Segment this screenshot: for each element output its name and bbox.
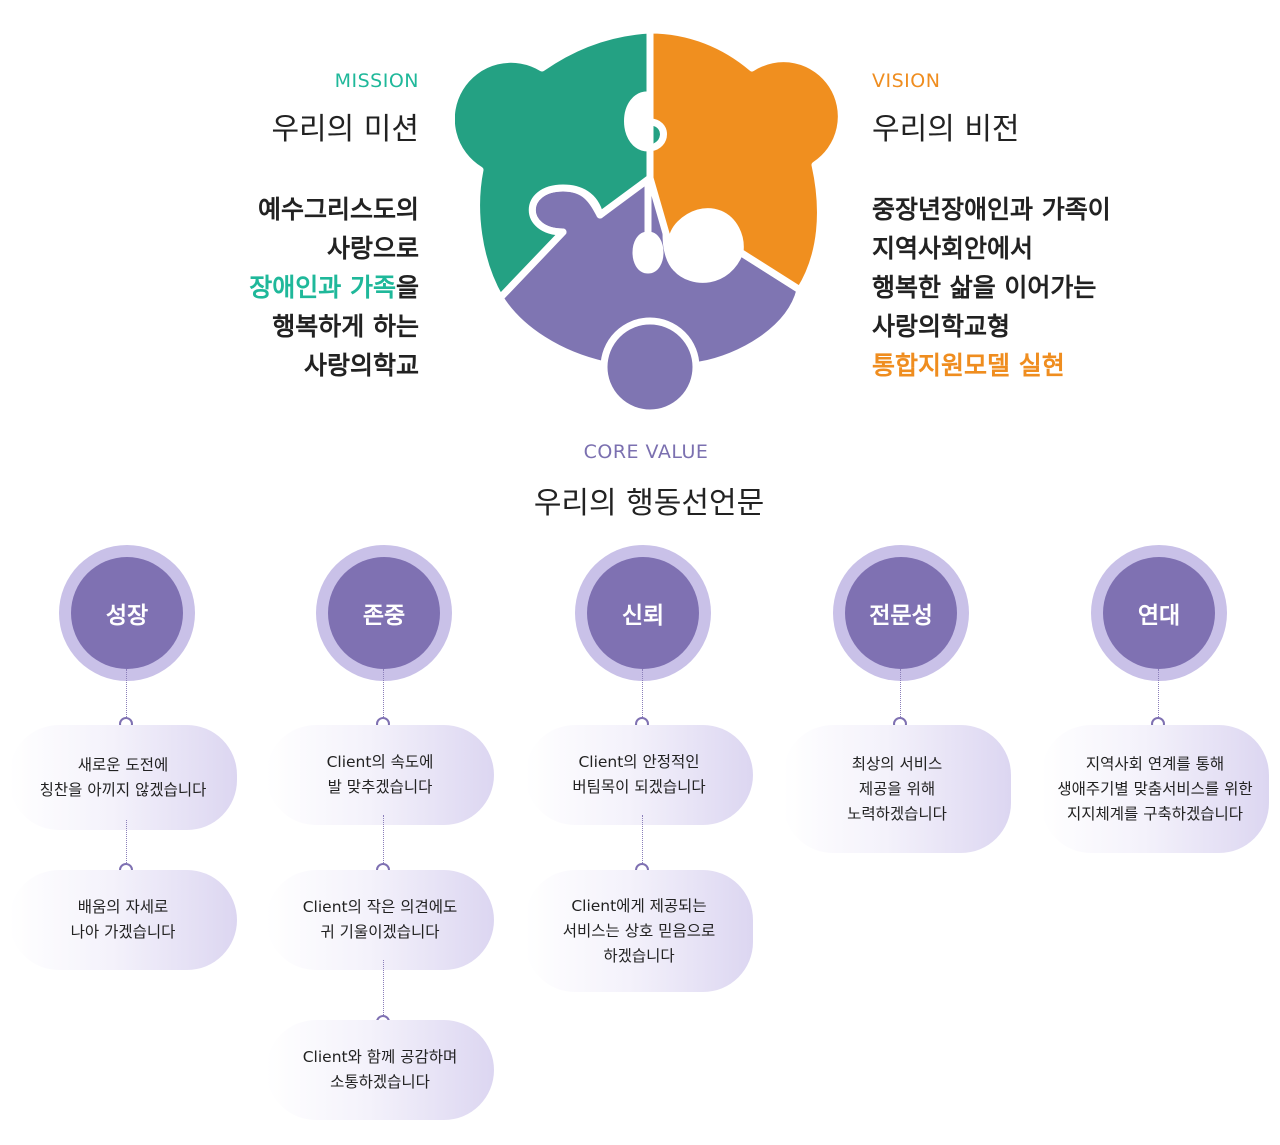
mission-line-highlight: 장애인과 가족을 — [249, 268, 419, 307]
connector-line — [1158, 669, 1159, 717]
mission-eyebrow: MISSION — [334, 70, 419, 92]
value-statement-card: 최상의 서비스 제공을 위해 노력하겠습니다 — [783, 725, 1011, 853]
value-statement-card: Client의 작은 의견에도 귀 기울이겠습니다 — [266, 870, 494, 970]
value-badge: 존중 — [328, 557, 440, 669]
value-statement-card: Client의 안정적인 버팀목이 되겠습니다 — [525, 725, 753, 825]
vision-eyebrow: VISION — [872, 70, 941, 92]
vision-line: 행복한 삶을 이어가는 — [872, 273, 1097, 302]
core-value-column: 신뢰 Client의 안정적인 버팀목이 되겠습니다 Client에게 제공되는 서… — [525, 545, 765, 1145]
value-badge: 신뢰 — [587, 557, 699, 669]
connector-line — [126, 820, 127, 863]
mission-highlight-suffix: 을 — [395, 273, 419, 302]
puzzle-piece-orange — [646, 28, 845, 294]
vision-line: 지역사회안에서 — [872, 234, 1034, 263]
core-value-column: 존중 Client의 속도에 발 맞추겠습니다 Client의 작은 의견에도 귀 … — [266, 545, 506, 1145]
value-badge-ring: 존중 — [316, 545, 452, 681]
vision-line: 사랑의학교형 — [872, 312, 1011, 341]
connector-line — [900, 669, 901, 717]
connector-line — [642, 815, 643, 863]
value-statement-card: 배움의 자세로 나아 가겠습니다 — [9, 870, 237, 970]
value-statement-card: 지역사회 연계를 통해 생애주기별 맞춤서비스를 위한 지지체계를 구축하겠습니… — [1041, 725, 1269, 853]
value-badge-ring: 전문성 — [833, 545, 969, 681]
value-statement-card: Client의 속도에 발 맞추겠습니다 — [266, 725, 494, 825]
value-badge: 전문성 — [845, 557, 957, 669]
vision-heading: 우리의 비전 — [872, 112, 1020, 147]
connector-line — [642, 669, 643, 717]
connector-line — [383, 960, 384, 1015]
value-badge-ring: 신뢰 — [575, 545, 711, 681]
value-statement-card: Client와 함께 공감하며 소통하겠습니다 — [266, 1020, 494, 1120]
value-statement-card: 새로운 도전에 칭찬을 아끼지 않겠습니다 — [9, 725, 237, 830]
mission-line: 사랑의학교 — [303, 351, 419, 380]
core-heading: 우리의 행동선언문 — [533, 486, 765, 521]
vision-statement: 중장년장애인과 가족이 지역사회안에서 행복한 삶을 이어가는 사랑의학교형 통… — [872, 190, 1111, 385]
value-badge: 연대 — [1103, 557, 1215, 669]
mission-heading: 우리의 미션 — [271, 112, 419, 147]
puzzle-illustration — [455, 28, 845, 417]
mission-line: 사랑으로 — [326, 234, 419, 263]
mission-line: 예수그리스도의 — [257, 195, 419, 224]
value-badge-ring: 연대 — [1091, 545, 1227, 681]
core-eyebrow: CORE VALUE — [583, 441, 709, 463]
value-badge: 성장 — [71, 557, 183, 669]
value-badge-ring: 성장 — [59, 545, 195, 681]
mission-line: 행복하게 하는 — [272, 312, 419, 341]
vision-line: 중장년장애인과 가족이 — [872, 195, 1111, 224]
connector-line — [383, 669, 384, 717]
connector-line — [126, 669, 127, 717]
connector-line — [383, 815, 384, 863]
mission-highlight: 장애인과 가족 — [249, 273, 396, 302]
mission-statement: 예수그리스도의 사랑으로 장애인과 가족을 행복하게 하는 사랑의학교 — [249, 190, 419, 385]
value-statement-card: Client에게 제공되는 서비스는 상호 믿음으로 하겠습니다 — [525, 870, 753, 992]
puzzle-knob-purple — [600, 317, 700, 417]
vision-highlight: 통합지원모델 실현 — [872, 351, 1065, 380]
